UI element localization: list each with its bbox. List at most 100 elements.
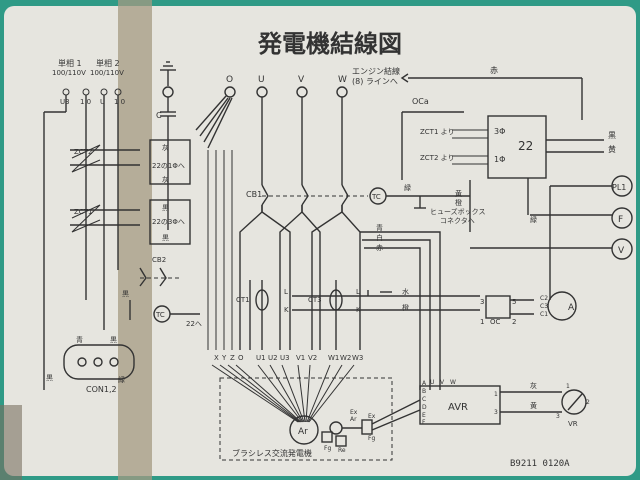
bottom-terminal-z: Z <box>230 354 235 362</box>
zct2-gray-label: 灰 <box>162 143 169 152</box>
oca-label: OCa <box>412 97 429 106</box>
bottom-terminal-u3: U3 <box>280 354 290 362</box>
exciter-fg2-label: Fg <box>324 445 331 452</box>
voltmeter-label: V <box>618 246 625 256</box>
oc-terminal-2: 2 <box>512 318 516 326</box>
oc-box <box>485 295 511 319</box>
zct1-to-22-label: 22の3Φへ <box>152 218 185 226</box>
vr-gray-label: 灰 <box>530 381 537 390</box>
capacitor-label: C <box>156 111 162 120</box>
zct1-black2-label: 黒 <box>162 234 169 242</box>
generator-caption: ブラシレス交流発電機 <box>232 448 312 458</box>
avr-terminal-3: 3 <box>494 409 498 416</box>
bottom-terminal-w2: W2 <box>340 354 351 362</box>
footer-code: B9211 0120A <box>510 459 570 469</box>
vr-terminal-2: 2 <box>586 399 590 406</box>
con-label: CON1,2 <box>86 385 117 394</box>
bottom-terminal-w1: W1 <box>328 354 339 362</box>
zct2-gray2-label: 灰 <box>162 175 169 184</box>
single-phase-2-label: 単相 2 <box>96 58 120 68</box>
ammeter-terminal-c1: C1 <box>540 311 548 318</box>
avr-label: AVR <box>448 402 468 413</box>
relay-22-box <box>487 115 547 179</box>
terminal-o: O <box>226 75 233 85</box>
zct2-to-22-label: 22の1Φへ <box>152 162 185 170</box>
ct1-k-terminal: K <box>284 306 289 314</box>
tape-strip <box>118 0 152 480</box>
vr-label: VR <box>568 420 578 428</box>
input-terminal-10b: 1 0 <box>114 98 125 106</box>
bottom-terminal-u1: U1 <box>256 354 266 362</box>
ct3-l-terminal: L <box>356 288 360 296</box>
single-phase-1-voltage: 100/110V <box>52 69 86 77</box>
bottom-terminal-x: X <box>214 354 219 362</box>
con-blue-label: 青 <box>76 335 83 344</box>
blue-wire-label: 青 <box>376 223 383 232</box>
exciter-ar-label: Ar <box>350 416 357 423</box>
bottom-terminal-row: X Y Z O U1 U2 U3 V1 V2 W1 W2 W3 <box>214 354 363 362</box>
bottom-terminal-y: Y <box>221 354 227 362</box>
terminal-w: W <box>338 75 347 85</box>
oc-label: OC <box>490 318 501 326</box>
terminal-u: U <box>258 75 265 85</box>
zct1-coil <box>71 204 101 233</box>
bottom-terminal-v1: V1 <box>296 354 305 362</box>
yellow-wire-label: 黄 <box>455 189 462 198</box>
bottom-terminal-w3: W3 <box>352 354 363 362</box>
avr-terminal-u: U <box>430 379 434 386</box>
fuse-box-label: ヒューズボックス <box>430 207 485 216</box>
tc-label-bottom: TC <box>155 311 165 319</box>
cb2-label: CB2 <box>152 256 166 264</box>
red-wire-label: 赤 <box>490 66 498 75</box>
zct2-coil <box>71 144 101 173</box>
vr-yellow-label: 黄 <box>530 401 537 410</box>
con-black-label: 黒 <box>110 336 117 344</box>
generator-armature <box>289 415 319 445</box>
avr-terminal-c: C <box>422 396 426 403</box>
relay-22-label: 22 <box>518 139 533 153</box>
white-wire-label: 白 <box>376 233 383 242</box>
vr-terminal-1: 1 <box>566 383 570 390</box>
pilot-lamp-label: PL1 <box>612 183 626 192</box>
oc-terminal-3: 3 <box>480 298 484 306</box>
zct2-label: ZCT2 <box>74 148 92 156</box>
cb1-label: CB1 <box>246 190 262 199</box>
green-wire-label: 緑 <box>404 183 411 192</box>
zct1-from-label: ZCT1 より <box>420 128 455 136</box>
cb2-black-label: 黒 <box>122 290 129 298</box>
con-black2-label: 黒 <box>46 374 53 382</box>
relay-yellow-label: 黄 <box>608 144 616 154</box>
single-phase-2-voltage: 100/110V <box>90 69 124 77</box>
vr-terminal-3: 3 <box>556 413 560 420</box>
ammeter-terminal-c3: C3 <box>540 303 548 310</box>
avr-terminal-f: F <box>422 419 426 426</box>
relay-black-label: 黒 <box>608 131 616 140</box>
avr-terminal-w: W <box>450 379 456 386</box>
generator-enclosure <box>219 377 393 461</box>
generator-wire-fan <box>211 364 355 423</box>
green-wire-label-2: 緑 <box>530 215 537 224</box>
input-terminal-u3: U3 <box>60 98 70 106</box>
relay-1phi-terminal: 1Φ <box>494 155 505 164</box>
ammeter-terminal-c2: C2 <box>540 295 548 302</box>
generator-label: Ar <box>298 427 308 437</box>
avr-box <box>419 385 501 425</box>
avr-terminal-a: A <box>422 380 427 387</box>
bottom-terminal-o: O <box>238 354 244 362</box>
zct1-label: ZCT1 <box>74 208 92 216</box>
zct1-black-label: 黒 <box>162 204 169 212</box>
avr-terminal-d: D <box>422 404 427 411</box>
bottom-terminal-u2: U2 <box>268 354 278 362</box>
ct1-label: CT1 <box>236 296 250 304</box>
oc-terminal-1: 1 <box>480 318 484 326</box>
exciter-ex2-label: Ex <box>368 413 376 420</box>
diagram-title: 発電機結線図 <box>257 30 402 58</box>
zct2-from-label: ZCT2 より <box>420 154 455 162</box>
relay-3phi-terminal: 3Φ <box>494 127 505 136</box>
avr-terminal-1: 1 <box>494 391 498 398</box>
oc-terminal-5: 5 <box>512 298 516 306</box>
exciter-re-label: Re <box>338 447 346 454</box>
frequency-meter-label: F <box>618 215 623 225</box>
single-phase-1-label: 単相 1 <box>58 58 82 68</box>
